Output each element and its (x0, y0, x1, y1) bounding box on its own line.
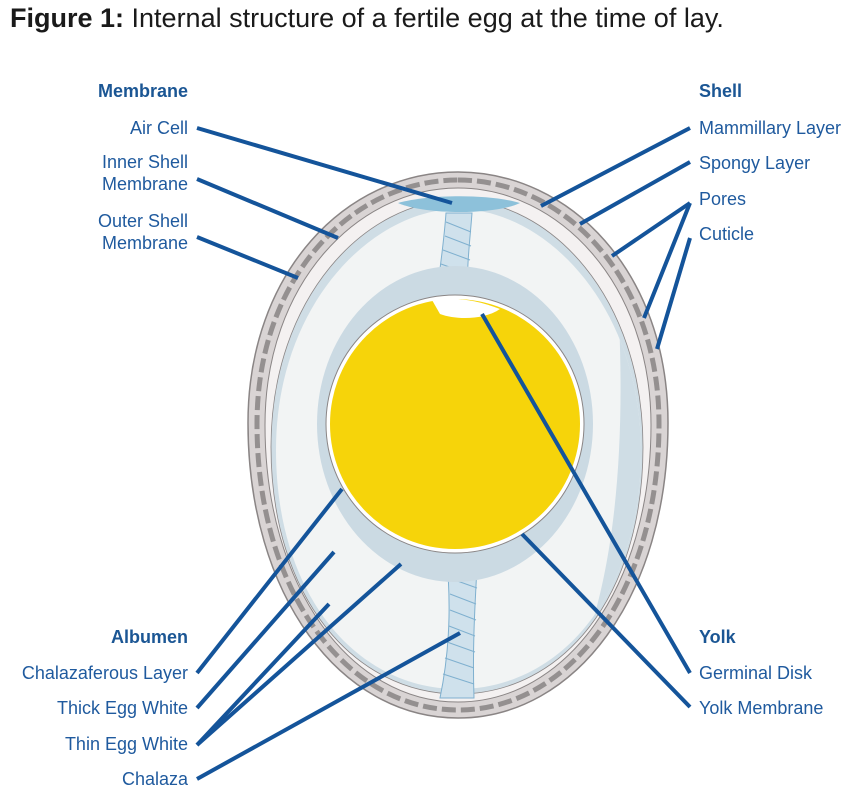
label-pores: Pores (699, 189, 747, 209)
membrane-heading: Membrane (97, 81, 188, 101)
figure-title: Figure 1: Internal structure of a fertil… (10, 3, 724, 34)
chalaza-bottom (439, 547, 479, 699)
label-thin-egg-white: Thin Egg White (64, 734, 188, 754)
leader-thin-egg-white-a (195, 602, 331, 747)
leader-pores-a (610, 201, 692, 258)
leader-pores-b (642, 202, 692, 319)
leader-germinal-disk (480, 312, 692, 675)
lower-chalaza (439, 547, 479, 699)
yolk (330, 299, 580, 549)
leader-spongy-layer (579, 160, 691, 226)
leader-thick-egg-white (195, 550, 336, 710)
thin-albumen-band (560, 209, 641, 689)
leader-outer-shell-membrane (196, 235, 299, 280)
label-air-cell: Air Cell (129, 118, 188, 138)
leader-thin-egg-white-b (195, 562, 403, 747)
label-thick-egg-white: Thick Egg White (56, 698, 188, 718)
chalaza-top-twist (438, 221, 472, 289)
label-chalaza: Chalaza (121, 769, 188, 789)
leader-chalaza (196, 631, 461, 781)
label-spongy-layer: Spongy Layer (699, 153, 811, 173)
shell-heading: Shell (699, 81, 743, 101)
yolk-heading: Yolk (699, 627, 736, 647)
leader-inner-shell-membrane (196, 177, 339, 240)
leader-cuticle (655, 237, 692, 350)
shell-band-dashed (254, 177, 662, 713)
air-cell (398, 196, 520, 212)
albumen-heading: Albumen (110, 627, 188, 647)
inner-thin-white (560, 209, 641, 689)
leader-lines (195, 126, 692, 781)
leader-chalazaferous-layer (195, 487, 344, 675)
germinal-disk (432, 298, 500, 319)
figure-title-prefix: Figure 1: (10, 3, 125, 33)
label-inner-shell-membrane: Inner Shell Membrane (101, 152, 188, 194)
label-germinal-disk: Germinal Disk (699, 663, 813, 683)
leader-air-cell (196, 126, 453, 205)
label-chalazaferous-layer: Chalazaferous Layer (21, 663, 188, 683)
label-cuticle: Cuticle (699, 224, 755, 244)
label-mammillary-layer: Mammillary Layer (699, 118, 842, 138)
label-outer-shell-membrane: Outer Shell Membrane (97, 211, 188, 253)
label-yolk-membrane: Yolk Membrane (699, 698, 824, 718)
figure-title-text: Internal structure of a fertile egg at t… (131, 3, 724, 33)
leader-yolk-membrane (520, 532, 692, 709)
egg (247, 171, 669, 719)
leader-mammillary-layer (540, 126, 691, 208)
